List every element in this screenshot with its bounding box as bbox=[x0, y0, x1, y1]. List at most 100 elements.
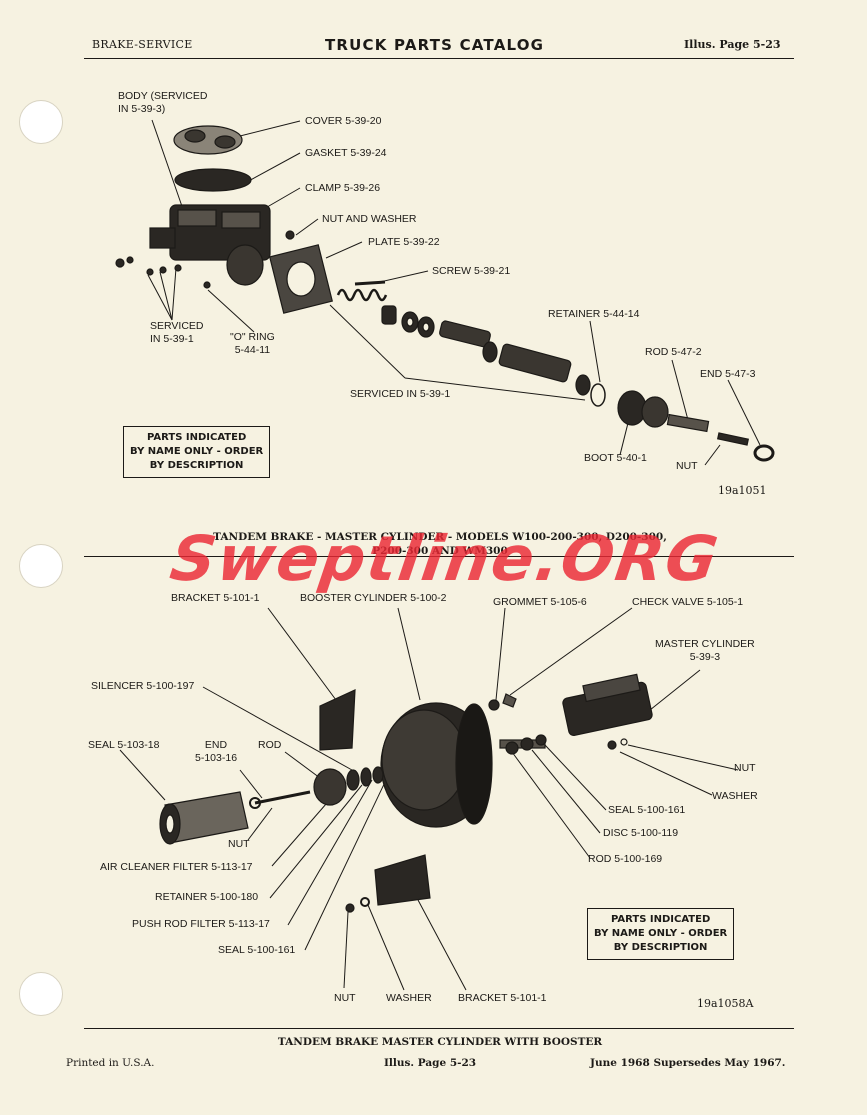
footer-date: June 1968 Supersedes May 1967. bbox=[590, 1057, 786, 1069]
leader-serviced1b bbox=[159, 271, 173, 321]
label-push-rod-filter: PUSH ROD FILTER 5-113-17 bbox=[132, 918, 270, 930]
note-box-top: PARTS INDICATED BY NAME ONLY - ORDER BY … bbox=[123, 426, 271, 478]
caption-top: TANDEM BRAKE - MASTER CYLINDER - MODELS … bbox=[213, 531, 667, 557]
leader-washer-right bbox=[619, 751, 713, 796]
leader-screw bbox=[379, 270, 429, 283]
label-booster: BOOSTER CYLINDER 5-100-2 bbox=[300, 592, 447, 604]
label-check-valve: CHECK VALVE 5-105-1 bbox=[632, 596, 744, 608]
label-nut-top: NUT bbox=[676, 460, 698, 472]
leader-cover bbox=[231, 120, 301, 139]
leader-end bbox=[727, 379, 761, 446]
label-seal-161-left: SEAL 5-100-161 bbox=[218, 944, 296, 956]
label-nut-right: NUT bbox=[734, 762, 756, 774]
label-master-cylinder: MASTER CYLINDER 5-39-3 bbox=[655, 638, 755, 663]
leader-serviced1a bbox=[147, 274, 173, 321]
leader-body bbox=[151, 119, 186, 216]
caption-bottom: TANDEM BRAKE MASTER CYLINDER WITH BOOSTE… bbox=[277, 1036, 603, 1048]
leader-washer-bottom bbox=[367, 904, 405, 991]
label-body: BODY (SERVICED IN 5-39-3) bbox=[118, 90, 208, 115]
leader-serviced1c bbox=[171, 267, 177, 321]
leader-seal-161-r bbox=[544, 744, 607, 811]
grommet-part bbox=[488, 699, 500, 711]
label-air-cleaner-filter: AIR CLEANER FILTER 5-113-17 bbox=[100, 861, 253, 873]
rod-part bbox=[666, 413, 710, 433]
leader-serviced2a bbox=[329, 304, 406, 379]
figure-id-top: 19a1051 bbox=[718, 484, 767, 497]
top-figure-parts bbox=[115, 125, 775, 462]
leader-master bbox=[649, 669, 701, 711]
leader-disc bbox=[531, 749, 601, 834]
leader-retainer bbox=[589, 320, 601, 383]
label-screw: SCREW 5-39-21 bbox=[432, 265, 511, 277]
label-washer-bottom: WASHER bbox=[386, 992, 432, 1004]
label-nut-bottom: NUT bbox=[334, 992, 356, 1004]
label-grommet: GROMMET 5-105-6 bbox=[493, 596, 587, 608]
label-rod: ROD 5-47-2 bbox=[645, 346, 702, 358]
boot-part bbox=[617, 390, 647, 426]
footer-page-ref: Illus. Page 5-23 bbox=[384, 1057, 477, 1069]
label-seal-103: SEAL 5-103-18 bbox=[88, 739, 160, 751]
label-washer-right: WASHER bbox=[712, 790, 758, 802]
gasket-part bbox=[174, 168, 252, 192]
label-serviced-1: SERVICED IN 5-39-1 bbox=[150, 320, 204, 345]
label-seal-161-right: SEAL 5-100-161 bbox=[608, 804, 686, 816]
leader-rod-169 bbox=[511, 751, 591, 859]
leader-nut-right bbox=[627, 744, 739, 771]
leader-rod bbox=[671, 359, 689, 421]
leader-booster bbox=[397, 607, 421, 701]
piston-part bbox=[498, 343, 572, 383]
bracket-bottom-part bbox=[374, 854, 431, 906]
leader-seal-161-l bbox=[304, 779, 387, 951]
label-end-103: END 5-103-16 bbox=[195, 739, 238, 764]
leader-bracket-bottom bbox=[417, 899, 467, 991]
punch-hole-bottom bbox=[19, 972, 63, 1016]
label-rod-bottom: ROD bbox=[258, 739, 282, 751]
figure-id-bottom: 19a1058A bbox=[697, 997, 754, 1010]
header-page-ref: Illus. Page 5-23 bbox=[684, 38, 781, 51]
bottom-figure-parts bbox=[159, 673, 653, 913]
leader-serviced2b bbox=[404, 377, 586, 401]
header-title: TRUCK PARTS CATALOG bbox=[325, 36, 545, 54]
bracket-top-part bbox=[319, 689, 356, 751]
leader-end-103 bbox=[239, 769, 263, 799]
label-nut-left: NUT bbox=[228, 838, 250, 850]
leader-oring bbox=[207, 289, 255, 333]
leader-nut-left bbox=[247, 807, 273, 841]
label-clamp: CLAMP 5-39-26 bbox=[305, 182, 381, 194]
leader-bracket-top bbox=[267, 607, 337, 701]
footer-printed: Printed in U.S.A. bbox=[66, 1057, 155, 1069]
leader-seal-103 bbox=[119, 749, 166, 801]
punch-hole-top bbox=[19, 100, 63, 144]
note-box-bottom: PARTS INDICATED BY NAME ONLY - ORDER BY … bbox=[587, 908, 735, 960]
leader-retainer-b bbox=[269, 784, 363, 899]
bottom-caption-rule bbox=[84, 1028, 794, 1029]
leader-grommet bbox=[495, 607, 506, 701]
label-plate: PLATE 5-39-22 bbox=[368, 236, 440, 248]
leader-nut-washer bbox=[295, 218, 319, 236]
label-bracket-bottom: BRACKET 5-101-1 bbox=[458, 992, 547, 1004]
leader-push-rod bbox=[287, 779, 373, 926]
leader-gasket bbox=[244, 152, 301, 184]
header-section: BRAKE-SERVICE bbox=[92, 38, 193, 51]
label-boot: BOOT 5-40-1 bbox=[584, 452, 647, 464]
end-rod-part bbox=[254, 790, 311, 805]
end-part bbox=[753, 444, 775, 462]
label-serviced-2: SERVICED IN 5-39-1 bbox=[350, 388, 451, 400]
label-retainer-bottom: RETAINER 5-100-180 bbox=[155, 891, 259, 903]
check-valve-part bbox=[502, 693, 517, 708]
leader-silencer bbox=[202, 686, 353, 771]
caption-rule bbox=[84, 556, 794, 557]
label-gasket: GASKET 5-39-24 bbox=[305, 147, 387, 159]
leader-plate bbox=[325, 241, 363, 259]
leader-nut-top bbox=[704, 444, 721, 466]
label-o-ring: "O" RING 5-44-11 bbox=[230, 331, 275, 356]
leader-rod-b bbox=[284, 751, 321, 779]
label-retainer: RETAINER 5-44-14 bbox=[548, 308, 640, 320]
punch-hole-middle bbox=[19, 544, 63, 588]
spring-part bbox=[336, 288, 388, 302]
label-silencer: SILENCER 5-100-197 bbox=[91, 680, 195, 692]
label-bracket-top: BRACKET 5-101-1 bbox=[171, 592, 260, 604]
header-rule bbox=[84, 58, 794, 59]
label-cover: COVER 5-39-20 bbox=[305, 115, 382, 127]
